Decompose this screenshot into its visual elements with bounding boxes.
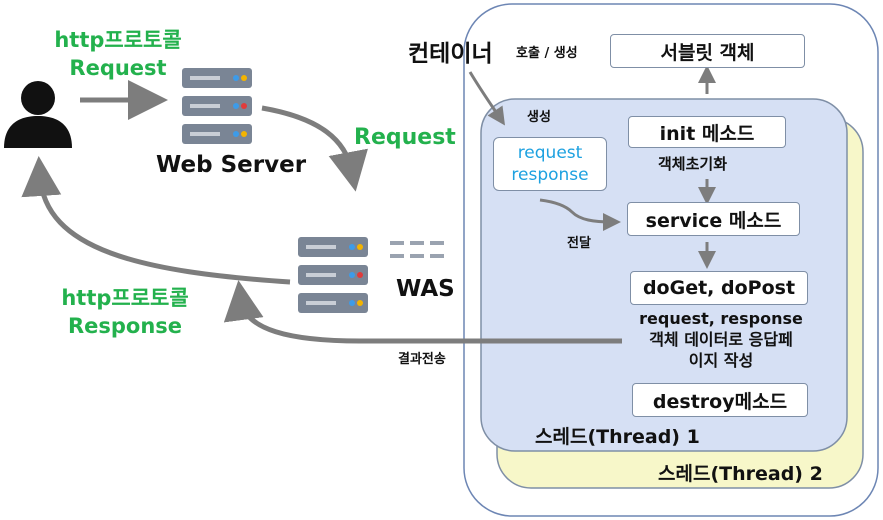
init-method-box: init 메소드 — [628, 116, 786, 148]
was-label: WAS — [396, 276, 455, 302]
create-label: 생성 — [527, 110, 551, 125]
write-line1: request, response — [639, 309, 803, 328]
arrow-result-to-was — [223, 280, 622, 344]
http-response-line2: Response — [67, 314, 183, 338]
user-icon — [4, 81, 72, 148]
http-request-label: http프로토콜 Request — [38, 26, 198, 82]
write-response-text: request, response 객체 데이터로 응답페 이지 작성 — [608, 308, 834, 371]
servlet-object-box: 서블릿 객체 — [610, 34, 805, 68]
request-label: Request — [354, 125, 456, 150]
req-res-line2: response — [511, 165, 589, 185]
was-server-icon — [298, 237, 368, 313]
was-dashes — [390, 241, 448, 258]
http-request-line2: Request — [69, 56, 167, 80]
web-server-icon — [182, 68, 252, 144]
call-create-label: 호출 / 생성 — [516, 46, 578, 61]
http-request-line1: http프로토콜 — [54, 28, 182, 52]
arrow-was-to-user — [21, 156, 291, 285]
result-send-label: 결과전송 — [398, 352, 446, 367]
arrow-container-to-reqres — [468, 71, 505, 126]
req-res-line1: request — [517, 143, 583, 163]
doget-dopost-box: doGet, doPost — [630, 271, 808, 305]
container-title: 컨테이너 — [408, 41, 493, 67]
arrow-reqres-to-service — [539, 198, 621, 231]
deliver-label: 전달 — [567, 236, 591, 251]
http-response-line1: http프로토콜 — [61, 286, 189, 310]
thread1-label: 스레드(Thread) 1 — [535, 426, 700, 448]
destroy-method-box: destroy메소드 — [632, 383, 808, 417]
arrow-webserver-to-was — [261, 105, 368, 192]
thread2-label: 스레드(Thread) 2 — [658, 463, 823, 485]
write-line3: 이지 작성 — [688, 351, 754, 370]
http-response-label: http프로토콜 Response — [40, 284, 210, 340]
object-init-label: 객체초기화 — [658, 155, 728, 173]
request-response-box: request response — [493, 137, 607, 191]
service-method-box: service 메소드 — [627, 202, 800, 236]
web-server-label: Web Server — [156, 152, 307, 178]
write-line2: 객체 데이터로 응답페 — [649, 330, 793, 349]
